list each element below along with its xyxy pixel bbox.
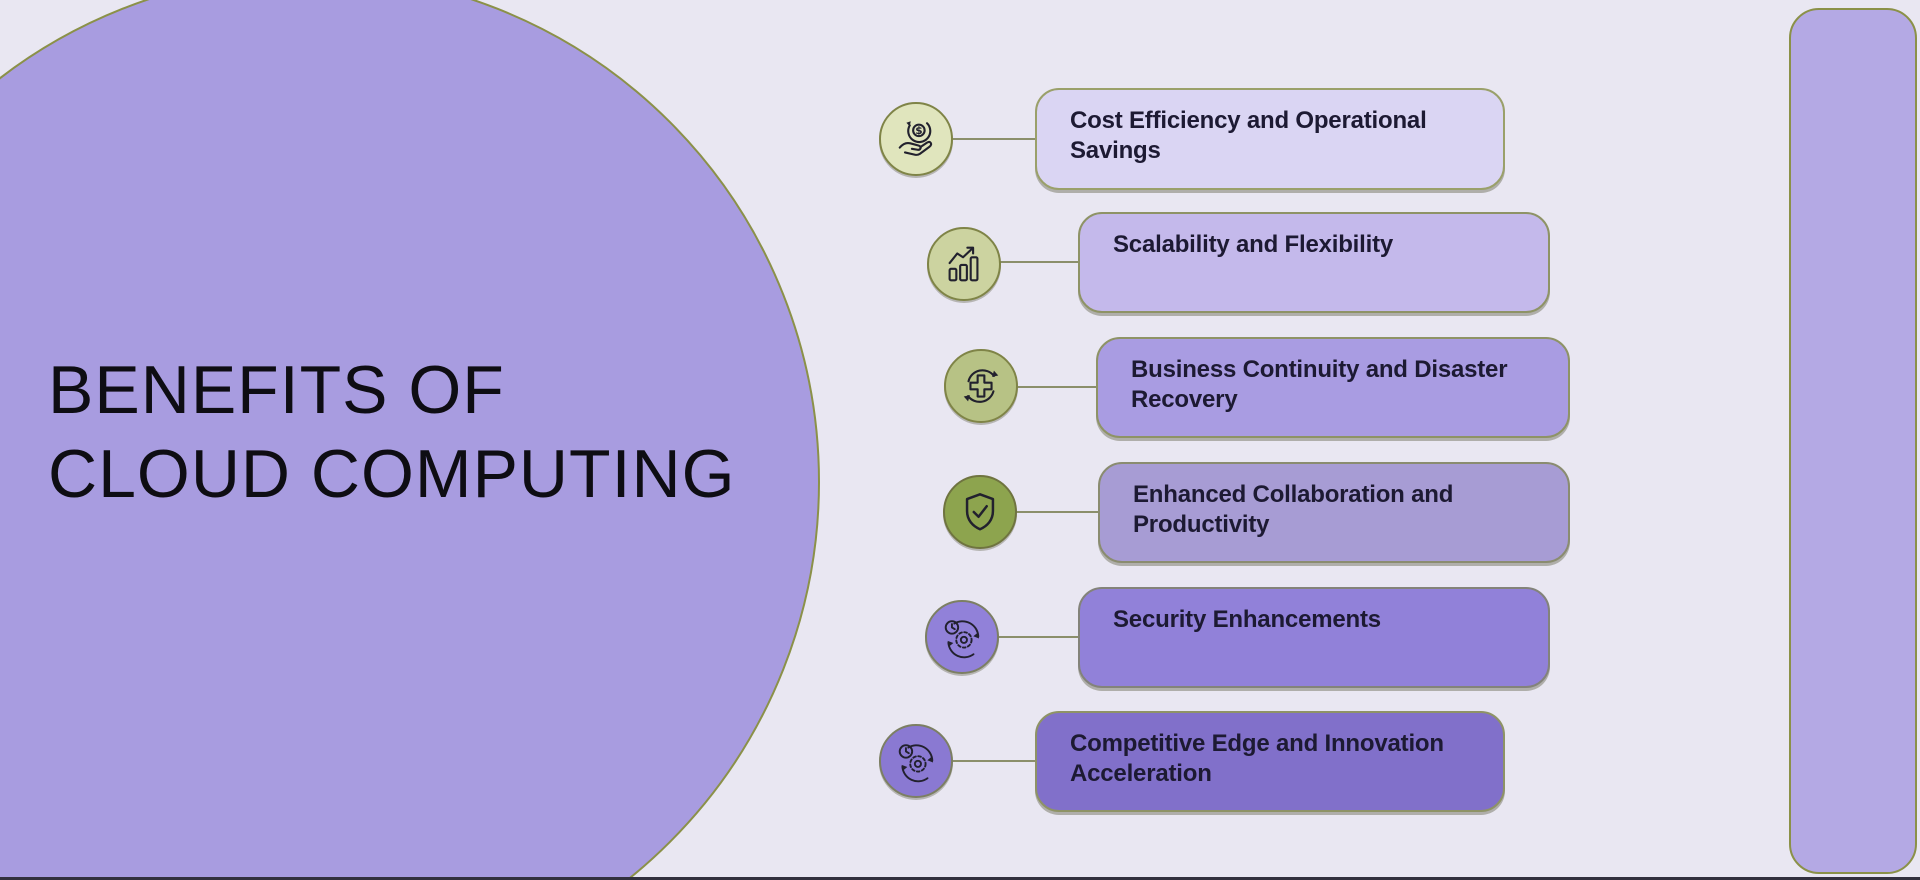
connector-line (950, 760, 1035, 762)
connector-line (1014, 511, 1098, 513)
growth-chart-icon (948, 246, 979, 282)
page-title-line2: CLOUD COMPUTING (48, 436, 736, 512)
benefit-label: Scalability and Flexibility (1113, 231, 1394, 258)
benefit-card: Enhanced Collaboration and Productivity (1098, 462, 1570, 563)
benefit-icon-circle: $ (879, 102, 953, 176)
benefit-icon-circle (943, 475, 1017, 549)
shield-check-icon (965, 493, 995, 531)
page-title: BENEFITS OF CLOUD COMPUTING (48, 348, 735, 516)
benefit-label: Cost Efficiency and Operational Savings (1070, 107, 1427, 164)
side-accent-bar (1789, 8, 1917, 874)
benefit-icon-circle (925, 600, 999, 674)
connector-line (996, 636, 1078, 638)
automation-gear-clock-icon (898, 744, 934, 783)
benefit-icon-circle (879, 724, 953, 798)
benefit-card: Scalability and Flexibility (1078, 212, 1550, 313)
benefit-card: Competitive Edge and Innovation Accelera… (1035, 711, 1505, 812)
hero-circle (0, 0, 820, 880)
benefit-card: Business Continuity and Disaster Recover… (1096, 337, 1570, 438)
benefit-icon-circle (944, 349, 1018, 423)
bottom-edge-line (0, 877, 1920, 880)
automation-gear-clock-icon (944, 620, 980, 659)
medical-cross-refresh-icon (963, 369, 999, 403)
benefit-card: Cost Efficiency and Operational Savings (1035, 88, 1505, 190)
benefit-card: Security Enhancements (1078, 587, 1550, 688)
benefit-label: Business Continuity and Disaster Recover… (1131, 356, 1508, 413)
connector-line (1015, 386, 1096, 388)
connector-line (998, 261, 1078, 263)
connector-line (950, 138, 1036, 140)
page-title-line1: BENEFITS OF (48, 352, 505, 428)
benefit-label: Enhanced Collaboration and Productivity (1133, 481, 1454, 538)
svg-text:$: $ (915, 125, 922, 137)
benefit-icon-circle (927, 227, 1001, 301)
money-hand-icon: $ (898, 121, 933, 156)
benefit-label: Competitive Edge and Innovation Accelera… (1070, 730, 1444, 787)
benefit-label: Security Enhancements (1113, 606, 1381, 633)
